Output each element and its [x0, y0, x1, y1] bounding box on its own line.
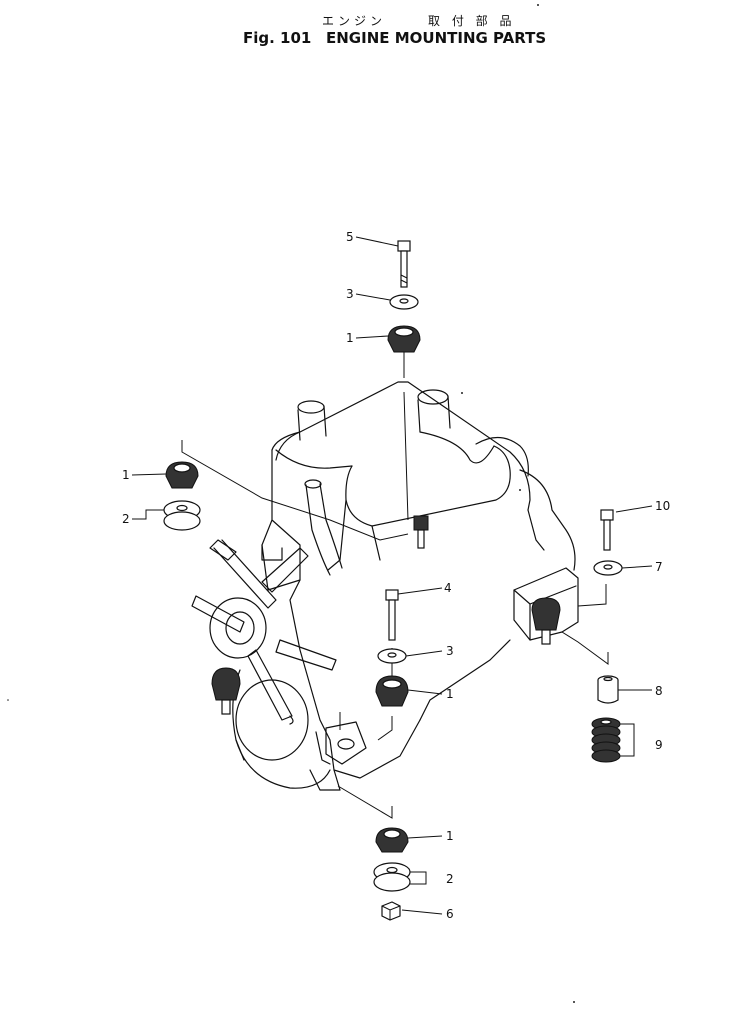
rubber-mount-left-installed [211, 667, 241, 715]
callout-3-mid: 3 [446, 644, 454, 658]
figure-number: Fig. 101 [243, 29, 312, 47]
scan-specks [7, 4, 575, 1003]
leader-lines [181, 352, 609, 819]
cushion-pad-left [163, 500, 201, 531]
bolt-mid [385, 589, 399, 641]
callout-3-top: 3 [346, 287, 354, 301]
callout-2-bottom: 2 [446, 872, 454, 886]
rubber-mount-left [165, 461, 199, 489]
cushion-pad-bottom [373, 862, 411, 892]
nut-bottom [381, 901, 401, 921]
callout-9-right: 9 [655, 738, 663, 752]
callout-6-bottom: 6 [446, 907, 454, 921]
rubber-mount-top [387, 325, 421, 353]
figure-title-text: ENGINE MOUNTING PARTS [326, 29, 547, 47]
shim-stack [591, 717, 621, 763]
bolt-top [397, 240, 411, 288]
rubber-mount-right-installed [531, 597, 561, 645]
callout-1-top: 1 [346, 331, 354, 345]
rubber-mount-mid [375, 675, 409, 707]
callout-4-mid: 4 [444, 581, 452, 595]
bolt-right [600, 509, 614, 551]
rubber-mount-bottom [375, 827, 409, 853]
callout-2-left: 2 [122, 512, 130, 526]
sleeve-right [597, 675, 619, 704]
callout-1-mid: 1 [446, 687, 454, 701]
callouts: 5 3 1 1 2 10 7 4 3 1 8 9 1 [122, 230, 670, 921]
japanese-title-engine: エンジン [322, 14, 387, 28]
japanese-title-mounting-parts: 取 付 部 品 [428, 14, 516, 28]
callout-8-right: 8 [655, 684, 663, 698]
engine-stud-top [413, 515, 429, 549]
engine-block [209, 381, 579, 791]
cooling-fan [191, 539, 337, 725]
callout-5-top: 5 [346, 230, 354, 244]
callout-1-bottom: 1 [446, 829, 454, 843]
callout-7-right: 7 [655, 560, 663, 574]
callout-10-right: 10 [655, 499, 670, 513]
callout-1-left: 1 [122, 468, 130, 482]
